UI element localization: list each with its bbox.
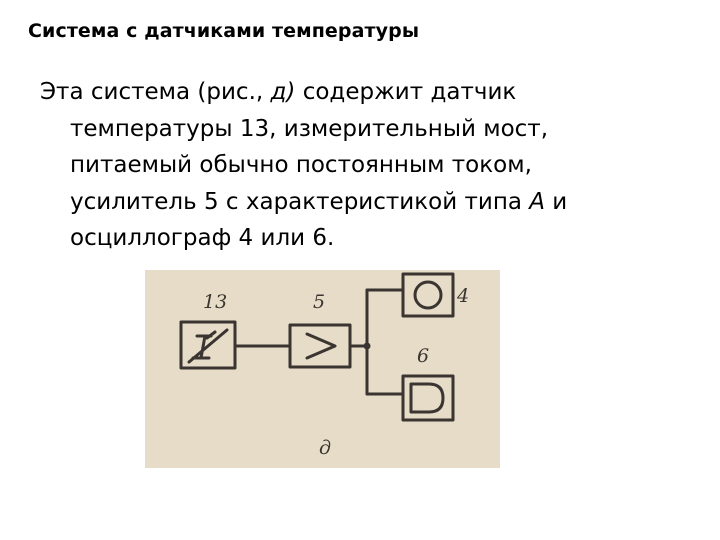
amplifier-block — [288, 323, 352, 369]
thermistor-symbol — [187, 328, 229, 364]
block-diagram-figure: 13 5 4 6 д — [145, 270, 500, 468]
junction-dot — [363, 342, 371, 350]
label-amplifier: 5 — [313, 291, 325, 313]
label-oscilloscope-6: 6 — [417, 345, 429, 367]
oscilloscope-4-screen — [413, 280, 443, 310]
amplifier-symbol — [305, 332, 337, 360]
body-line-1: Эта система (рис., д) содержит датчик — [40, 79, 517, 105]
oscilloscope-6-block — [401, 374, 455, 422]
oscilloscope-4-block — [401, 272, 455, 318]
slide-title: Система с датчиками температуры — [28, 20, 420, 42]
body-paragraph: Эта система (рис., д) содержит датчик те… — [40, 74, 680, 257]
body-line-4: усилитель 5 с характеристикой типа А и — [70, 188, 568, 215]
oscilloscope-6-symbol — [409, 382, 445, 414]
label-oscilloscope-4: 4 — [456, 285, 469, 307]
body-line-5: осциллограф 4 или 6. — [70, 225, 335, 251]
figure-caption: д — [319, 437, 331, 459]
body-line-2: температуры 13, измерительный мост, — [70, 115, 549, 142]
body-line-3: питаемый обычно постоянным током, — [70, 152, 532, 178]
label-sensor: 13 — [203, 291, 227, 313]
block-diagram: 13 5 4 6 д — [179, 272, 469, 459]
